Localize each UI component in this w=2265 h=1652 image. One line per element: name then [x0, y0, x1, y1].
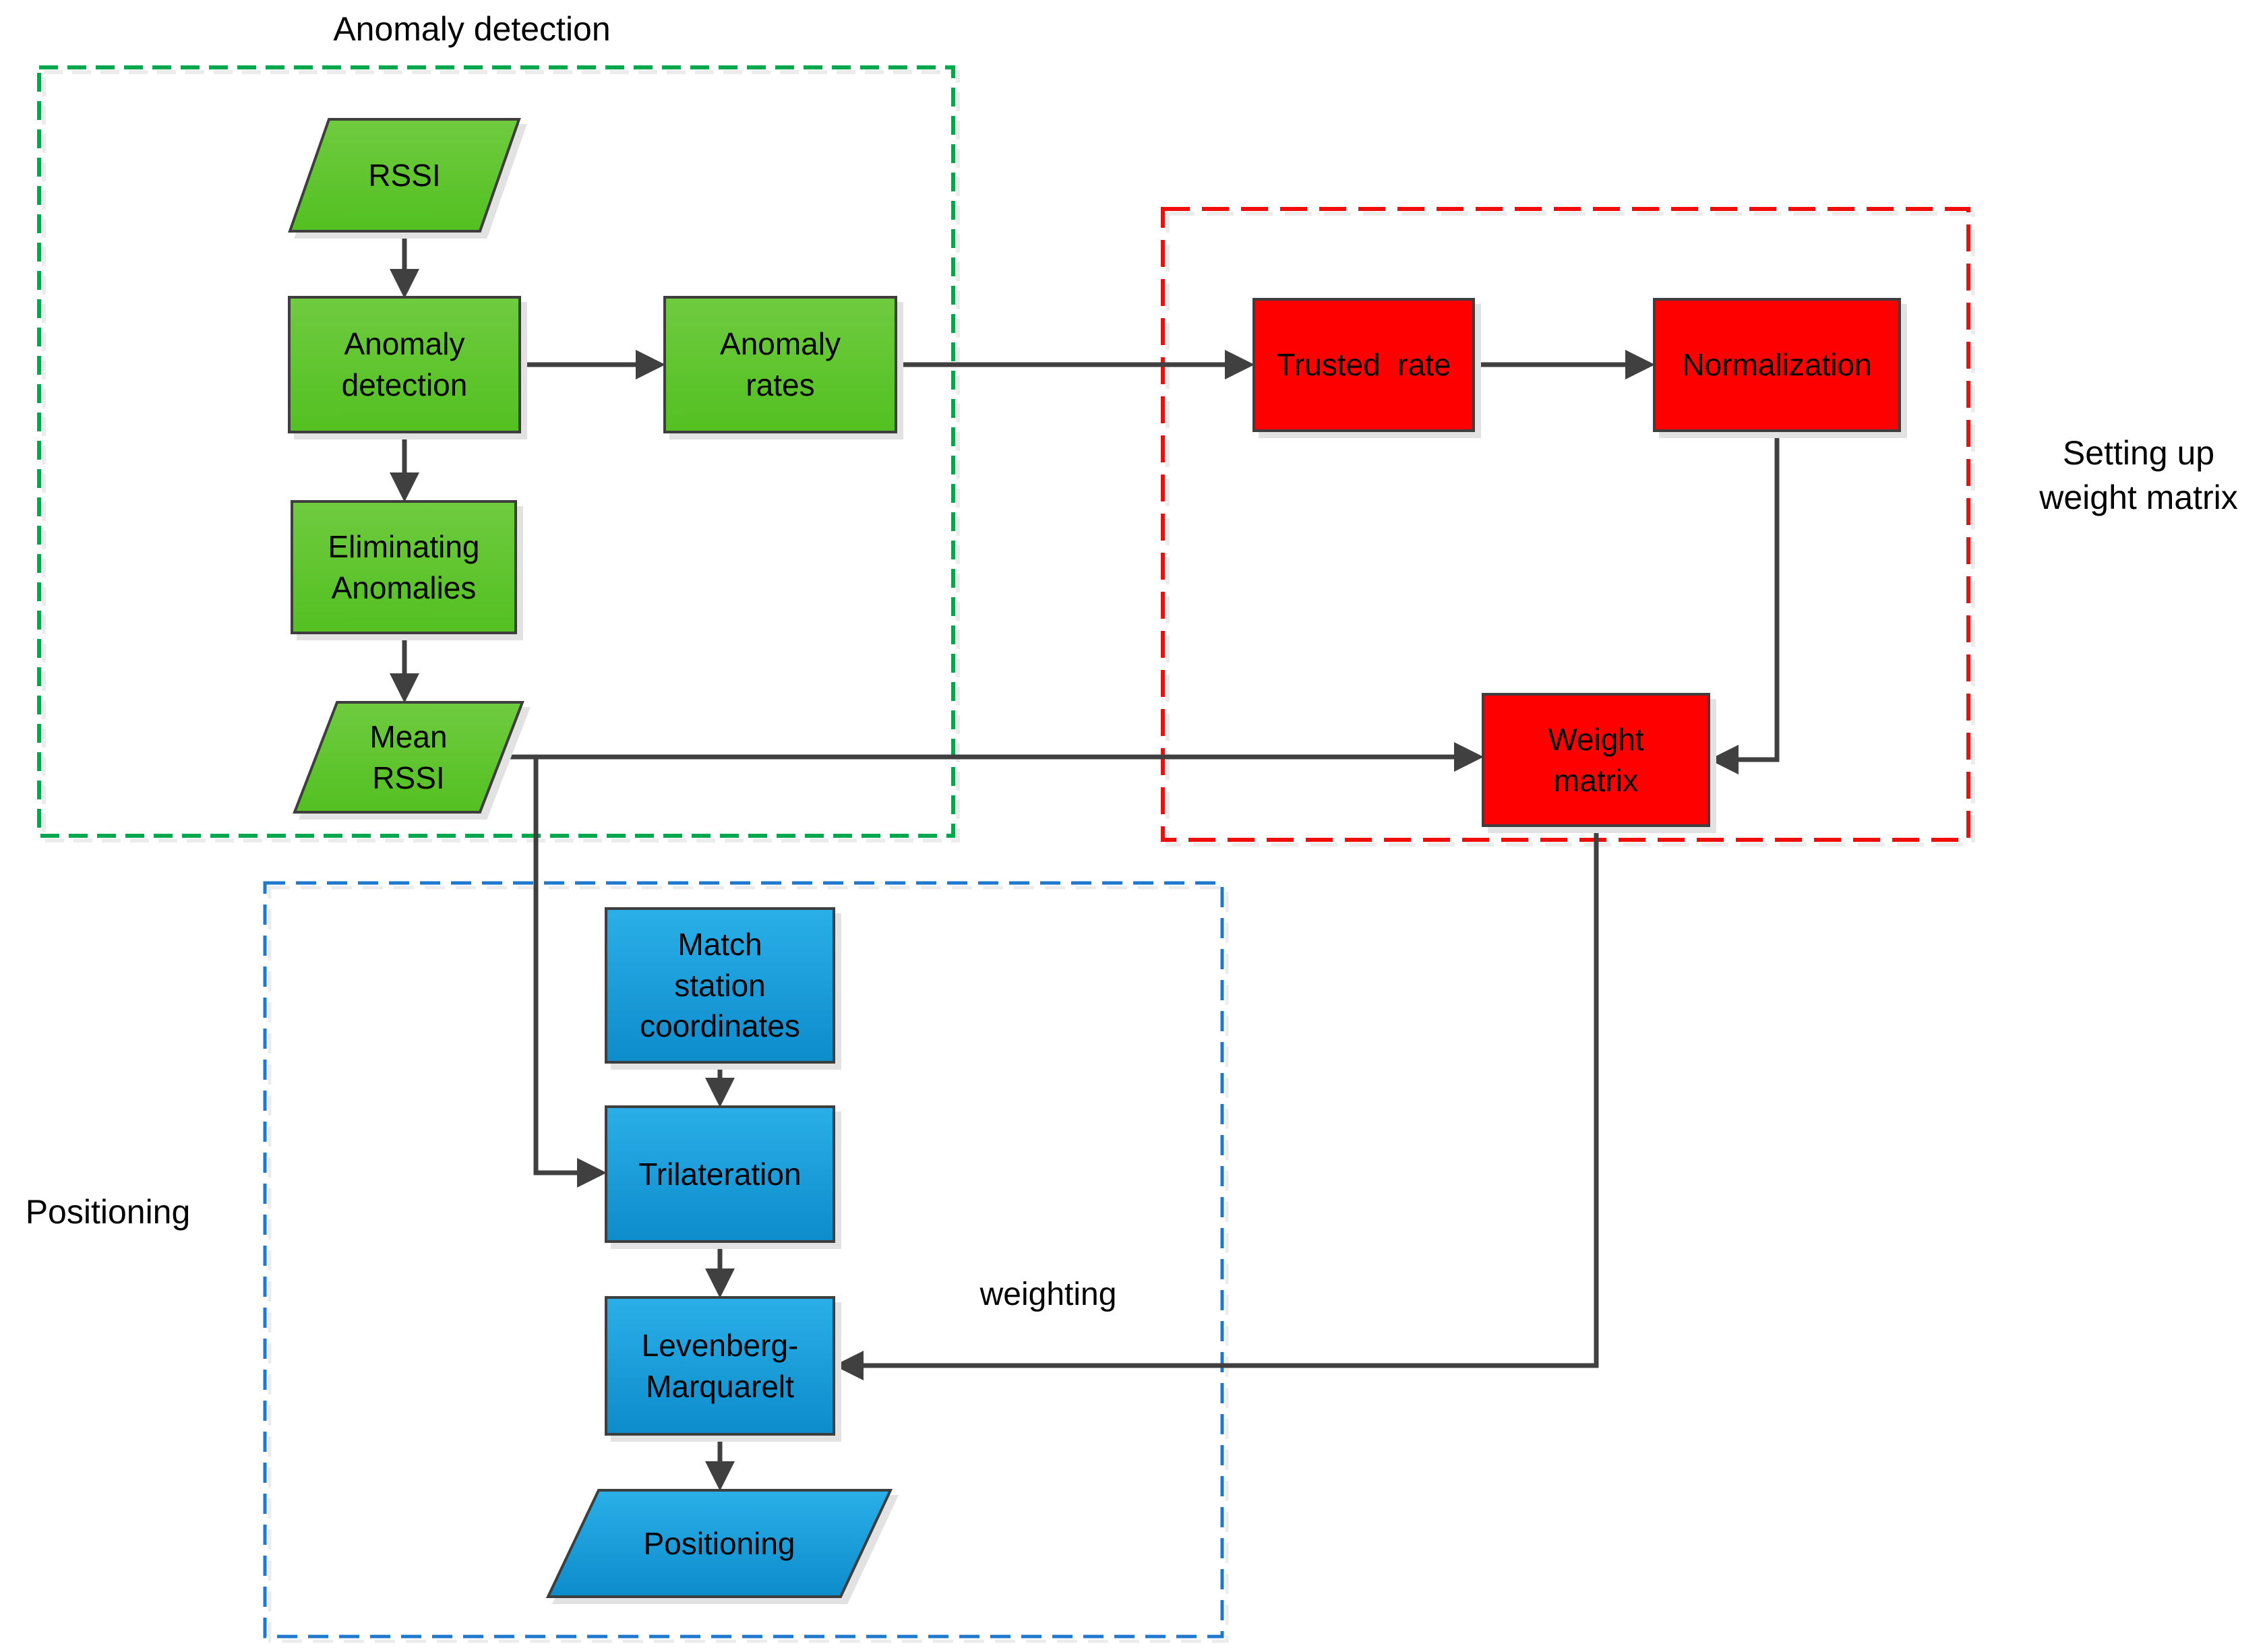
trusted-rate-label: Trusted rate	[1276, 347, 1451, 383]
levenberg-marquarelt-label: Levenberg- Marquarelt	[641, 1327, 799, 1404]
weight-matrix-label: Weight matrix	[1548, 721, 1644, 798]
arrow-mean-rssi-to-trilateration	[533, 757, 607, 1188]
positioning-output-shape	[545, 1489, 893, 1598]
arrow-weight-matrix-to-levenberg	[834, 826, 1599, 1380]
weight-matrix-shape	[1482, 693, 1710, 827]
anomaly-detection-shape	[288, 296, 521, 433]
anomaly-detection-label: Anomaly detection	[341, 326, 468, 402]
positioning-section-boundary	[263, 881, 1224, 1639]
eliminating-anomalies-label: Eliminating Anomalies	[328, 528, 480, 605]
positioning-section-title: Positioning	[25, 1192, 191, 1231]
trilateration-label: Trilateration	[638, 1156, 802, 1192]
positioning-output-label: Positioning	[643, 1525, 795, 1561]
trilateration-shape	[605, 1105, 835, 1243]
normalization-label: Normalization	[1682, 347, 1872, 383]
anomaly-detection-section-boundary	[37, 65, 955, 838]
weight-matrix-section-title: Setting up weight matrix	[2039, 434, 2238, 516]
weighting-edge-label: weighting	[979, 1276, 1117, 1312]
normalization-shape	[1653, 298, 1901, 432]
anomaly-detection-section-title: Anomaly detection	[333, 9, 611, 48]
eliminating-anomalies-shape	[291, 500, 517, 634]
arrow-normalization-to-weight-matrix	[1709, 431, 1780, 774]
match-station-coordinates-label: Match station coordinates	[640, 926, 800, 1044]
anomaly-rates-shape	[663, 296, 897, 433]
anomaly-rates-label: Anomaly rates	[720, 326, 841, 402]
mean-rssi-label: Mean RSSI	[369, 718, 448, 795]
rssi-input-shape	[288, 118, 521, 233]
weight-matrix-section-boundary	[1161, 207, 1970, 842]
mean-rssi-shape	[293, 701, 524, 814]
levenberg-marquarelt-shape	[605, 1296, 835, 1436]
trusted-rate-shape	[1252, 298, 1475, 432]
match-station-coordinates-shape	[605, 907, 835, 1064]
rssi-input-label: RSSI	[368, 157, 441, 193]
